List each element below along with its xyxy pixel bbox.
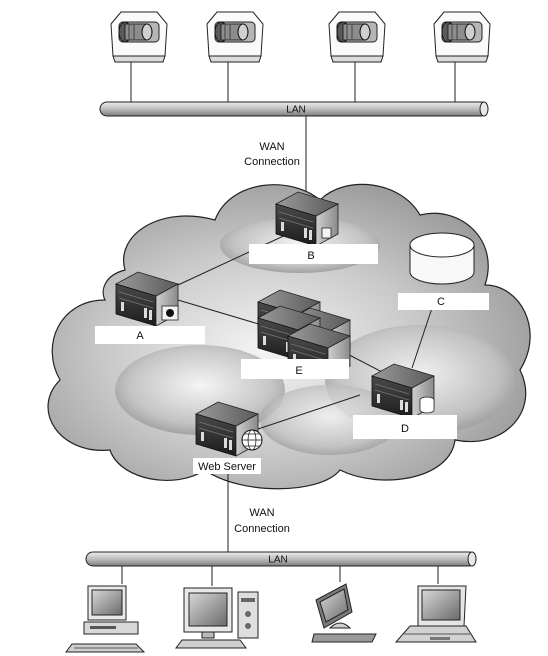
- top-lan-bus: LAN: [99, 101, 489, 117]
- bottom-lan-bus: LAN: [85, 551, 477, 567]
- label-box-b: [249, 244, 378, 264]
- server-d-icon: [371, 363, 435, 419]
- server-a-icon: [115, 271, 179, 327]
- label-box-web: [193, 458, 261, 474]
- top-lan-label: LAN: [286, 105, 305, 116]
- tape-drive-icon: [328, 11, 386, 63]
- tape-drive-icon: [206, 11, 264, 63]
- node-label-e: E: [295, 365, 302, 377]
- label-box-e: [241, 359, 349, 379]
- wan-bottom-line1: WAN: [249, 507, 274, 519]
- label-box-d: [353, 415, 457, 439]
- node-label-b: B: [307, 250, 314, 262]
- laptop-computer-icon: [394, 585, 477, 643]
- label-box-a: [95, 326, 205, 344]
- wan-top-line1: WAN: [259, 141, 284, 153]
- node-label-a: A: [136, 330, 144, 342]
- node-label-c: C: [437, 296, 445, 308]
- imac-computer-icon: [311, 583, 377, 643]
- wan-bottom-line2: Connection: [234, 523, 290, 535]
- desktop-computer-icon: [65, 585, 146, 653]
- node-label-d: D: [401, 423, 409, 435]
- node-label-web-server: Web Server: [198, 461, 256, 473]
- server-b-icon: [275, 191, 339, 247]
- database-c-icon: [409, 232, 475, 285]
- bottom-lan-label: LAN: [268, 555, 287, 566]
- tower-computer-icon: [175, 587, 259, 649]
- tape-drive-icon: [433, 11, 491, 63]
- wan-top-line2: Connection: [244, 156, 300, 168]
- tape-drive-icon: [110, 11, 168, 63]
- label-box-c: [398, 293, 489, 310]
- web-server-icon: [195, 401, 263, 457]
